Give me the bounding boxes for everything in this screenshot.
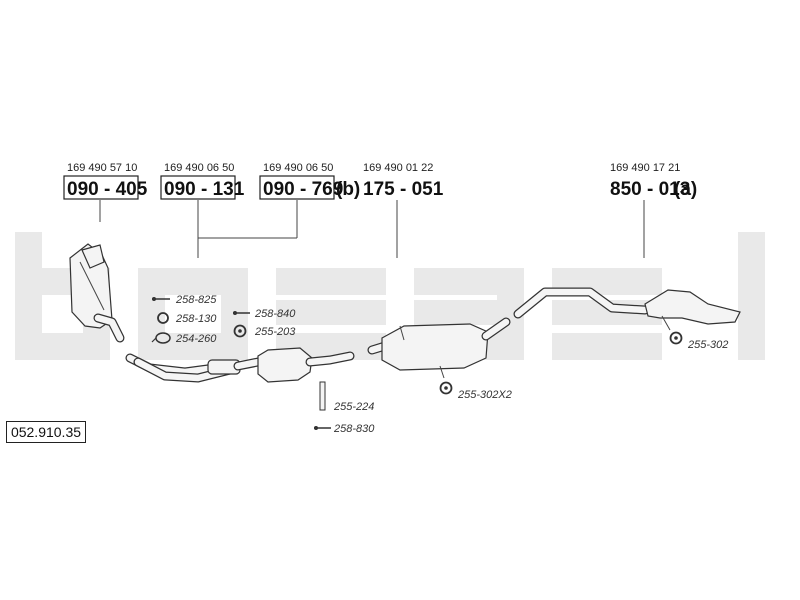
catalytic-converter-front[interactable] [69, 243, 125, 343]
rubber-mount-icon-2 [439, 381, 453, 395]
part-number-1: 090 - 405 [67, 179, 148, 200]
hardware-code-258-130: 258-130 [175, 313, 217, 325]
leader-lines [99, 200, 645, 258]
part-number-2: 090 - 131 [164, 179, 245, 200]
part-suffix-3: (b) [336, 179, 360, 200]
oem-reference-5: 169 490 17 21 [610, 162, 680, 174]
hardware-code-255-302: 255-302 [687, 339, 728, 351]
hardware-code-255-302X2: 255-302X2 [457, 389, 512, 401]
rubber-mount-icon-3 [669, 331, 683, 345]
centre-silencer[interactable] [367, 317, 511, 379]
hardware-code-258-840: 258-840 [254, 308, 296, 320]
bolt-icon-2 [233, 311, 250, 315]
bolt-icon-3 [314, 426, 331, 430]
rear-silencer[interactable] [513, 287, 741, 331]
hardware-code-258-825: 258-825 [175, 294, 217, 306]
part-group-4[interactable]: 169 490 01 22 175 - 051 [363, 162, 444, 200]
part-number-box-1 [63, 175, 139, 200]
hardware-code-255-224: 255-224 [333, 401, 374, 413]
part-group-5[interactable]: 169 490 17 21 850 - 013 (a) [610, 162, 697, 200]
rubber-mount-icon-1 [233, 324, 247, 338]
part-number-box-3 [259, 175, 335, 200]
hardware-code-258-830: 258-830 [333, 423, 375, 435]
oem-reference-4: 169 490 01 22 [363, 162, 433, 174]
part-number-3: 090 - 769 [263, 179, 343, 200]
ring-gasket-icon [157, 312, 169, 324]
part-group-2[interactable]: 169 490 06 50 090 - 131 [160, 162, 245, 200]
hardware-code-255-203: 255-203 [254, 326, 296, 338]
part-number-5: 850 - 013 [610, 179, 690, 200]
hardware-code-254-260: 254-260 [175, 333, 217, 345]
document-number: 052.910.35 [6, 421, 86, 443]
oem-reference-3: 169 490 06 50 [263, 162, 333, 174]
part-group-3[interactable]: 169 490 06 50 090 - 769 (b) [259, 162, 360, 200]
part-group-1[interactable]: 169 490 57 10 090 - 405 [63, 162, 148, 200]
part-number-box-2 [160, 175, 236, 200]
oem-reference-1: 169 490 57 10 [67, 162, 137, 174]
part-number-4: 175 - 051 [363, 179, 444, 200]
clamp-icon [151, 332, 171, 344]
bolt-icon-1 [152, 297, 170, 301]
oem-reference-2: 169 490 06 50 [164, 162, 234, 174]
part-suffix-5: (a) [674, 179, 697, 200]
intermediate-catalyst[interactable] [233, 347, 355, 383]
bracket-icon [319, 381, 326, 411]
front-pipe[interactable] [125, 353, 243, 383]
